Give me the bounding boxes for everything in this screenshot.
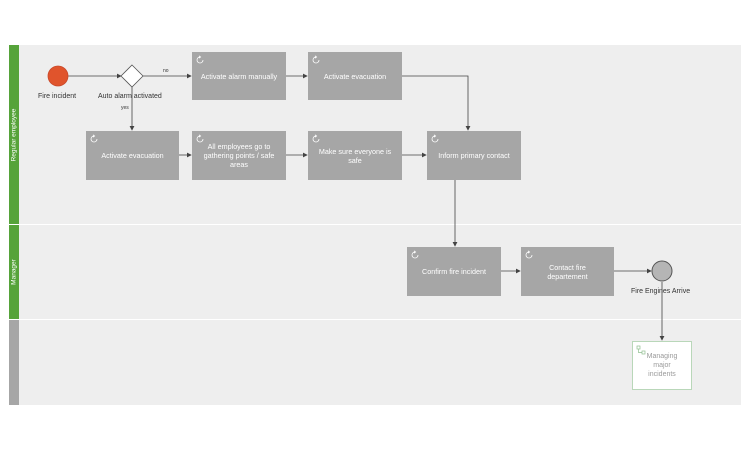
start-event	[47, 65, 69, 87]
lane-header-manager: Manager	[9, 225, 19, 319]
lane-manager-area	[19, 225, 741, 319]
loop-icon	[312, 55, 320, 64]
flow-evac-to-inform	[402, 75, 471, 131]
loop-icon	[411, 250, 419, 259]
task-make-sure-safe[interactable]: Make sure everyone is safe	[308, 131, 402, 180]
end-event-label: Fire Engines Arrive	[631, 288, 691, 295]
loop-icon	[431, 134, 439, 143]
gateway-yes-label: yes	[121, 105, 129, 111]
task-label: Confirm fire incident	[422, 267, 486, 276]
loop-icon	[196, 55, 204, 64]
task-label: Contact fire departement	[547, 262, 588, 281]
lane-header-regular-employee: Regular employee	[9, 45, 19, 224]
gateway-label: Auto alarm activated	[98, 93, 162, 100]
exclusive-gateway	[120, 64, 144, 88]
task-inform-primary-contact[interactable]: Inform primary contact	[427, 131, 521, 180]
lane-header-third	[9, 320, 19, 405]
task-label: Make sure everyone is safe	[318, 146, 392, 165]
task-confirm-fire-incident[interactable]: Confirm fire incident	[407, 247, 501, 296]
task-label: Activate evacuation	[323, 71, 387, 81]
task-contact-fire-department[interactable]: Contact fire departement	[521, 247, 614, 296]
subprocess-managing-major-incidents[interactable]: Managing major incidents	[632, 341, 692, 390]
loop-icon	[196, 134, 204, 143]
subprocess-label: Managing major incidents	[646, 352, 678, 379]
gateway-no-label: no	[163, 68, 169, 74]
loop-icon	[525, 250, 533, 259]
task-gathering-points[interactable]: All employees go to gathering points / s…	[192, 131, 286, 180]
task-label: Inform primary contact	[438, 151, 510, 160]
subprocess-icon	[636, 345, 646, 355]
start-event-label: Fire incident	[38, 93, 77, 100]
task-label: Activate alarm manually	[200, 71, 278, 81]
loop-icon	[312, 134, 320, 143]
task-label: All employees go to gathering points / s…	[203, 142, 275, 169]
lane-third-area	[19, 320, 741, 405]
end-event	[651, 260, 673, 282]
task-activate-evacuation-top[interactable]: Activate evacuation	[308, 52, 402, 100]
task-activate-alarm[interactable]: Activate alarm manually	[192, 52, 286, 100]
task-activate-evacuation-left[interactable]: Activate evacuation	[86, 131, 179, 180]
task-label: Activate evacuation	[101, 151, 164, 160]
loop-icon	[90, 134, 98, 143]
